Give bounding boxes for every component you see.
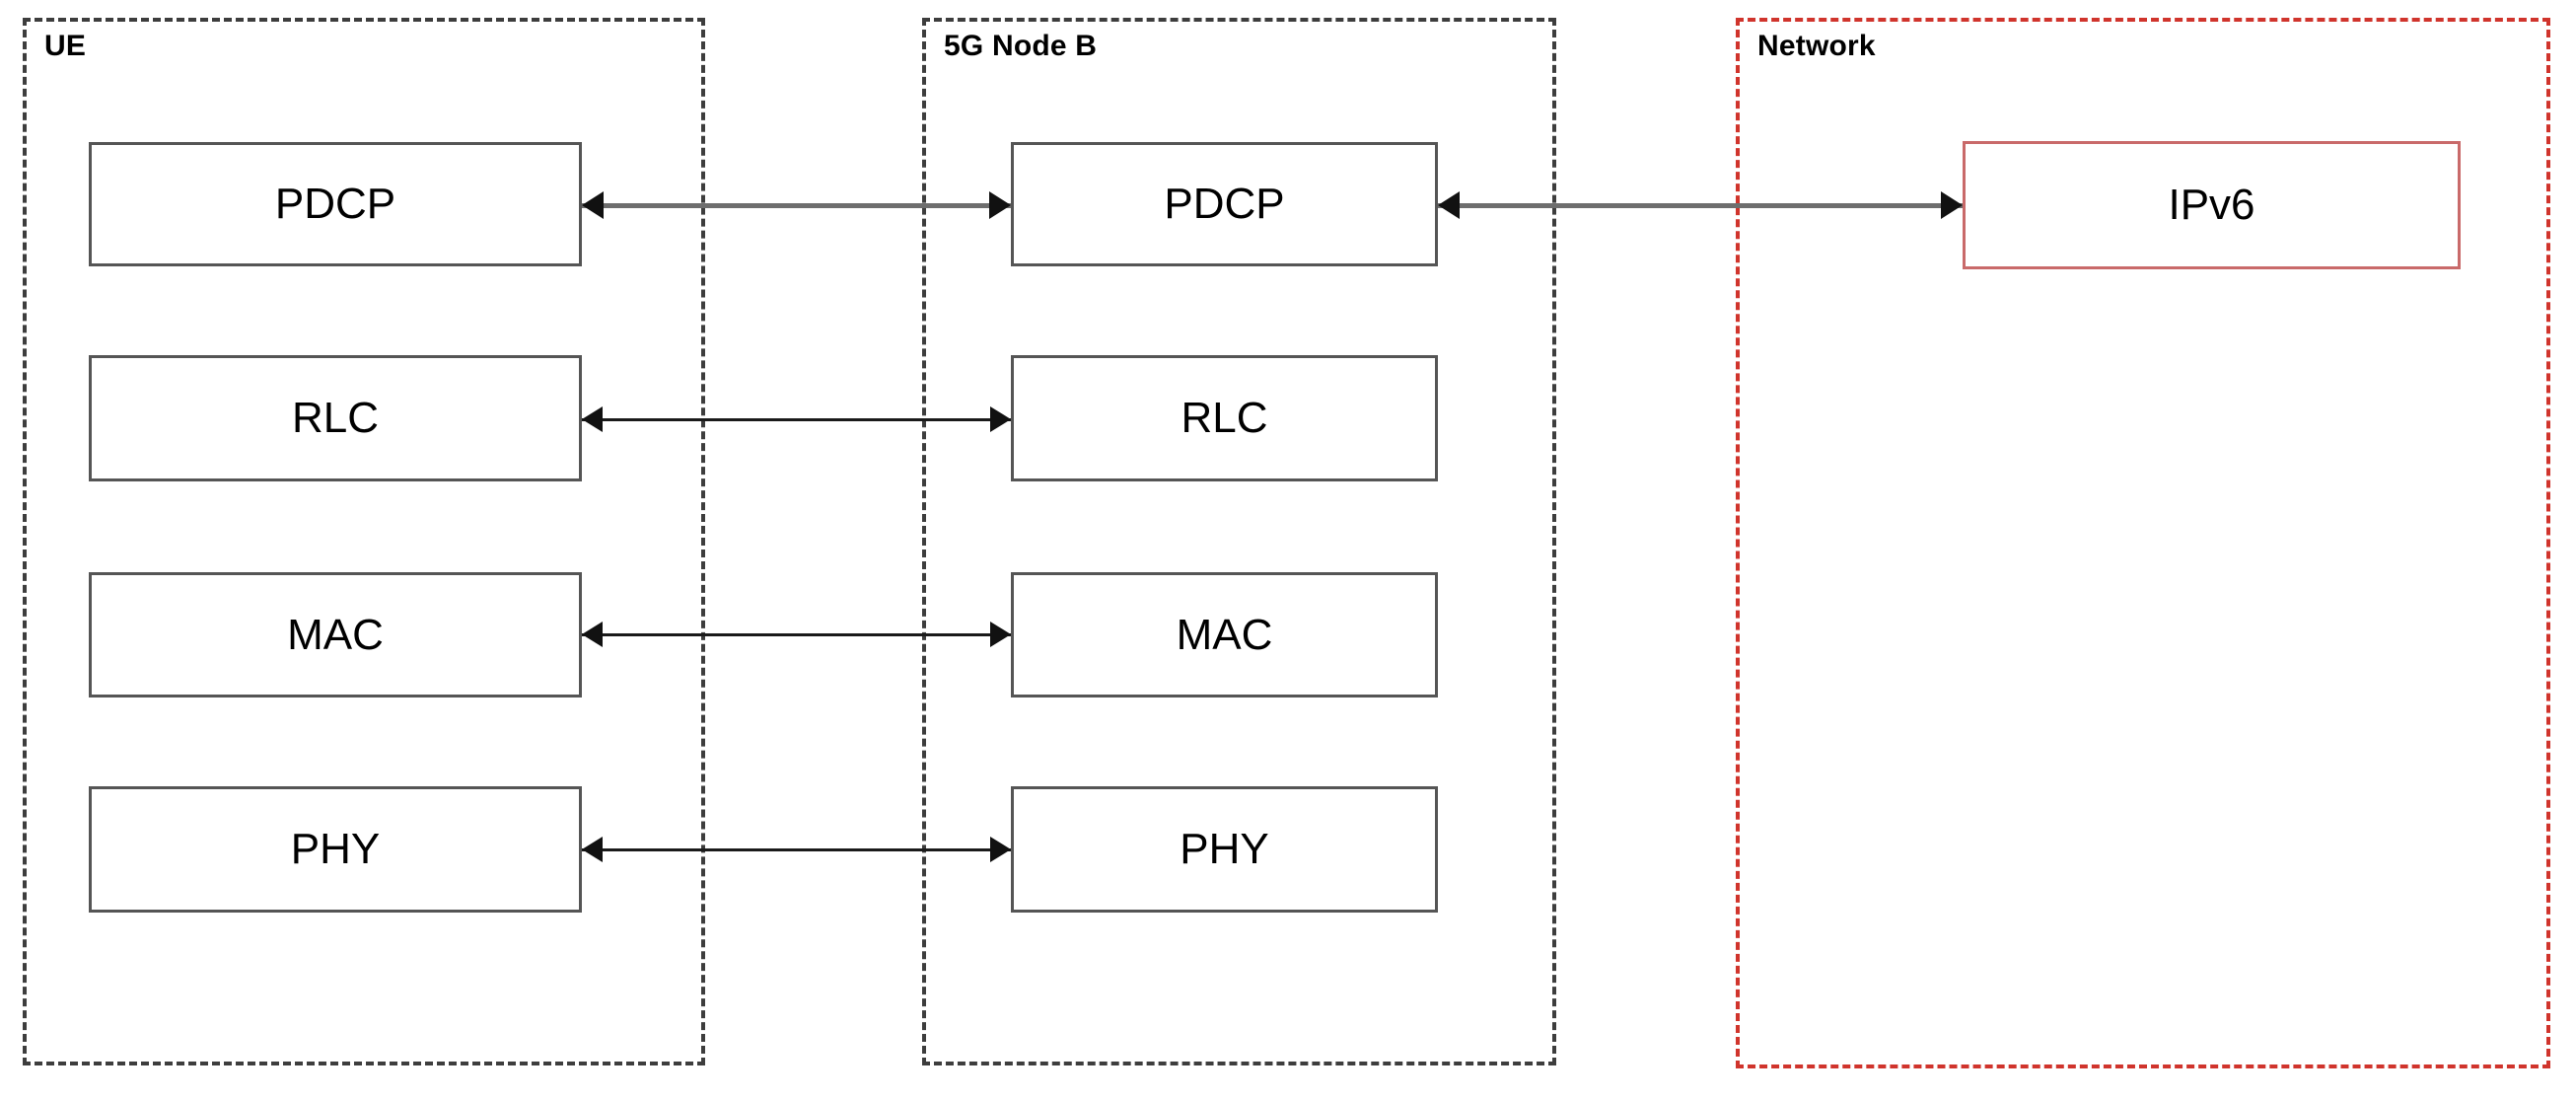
arrowhead-right-icon xyxy=(1941,191,1963,219)
network-box-label: IPv6 xyxy=(2168,181,2255,229)
arrowhead-left-icon xyxy=(582,837,603,862)
arrowhead-left-icon xyxy=(582,191,604,219)
layer-box-ue-rlc[interactable]: RLC xyxy=(89,355,582,481)
container-label-network: Network xyxy=(1757,30,1876,62)
container-gnb xyxy=(922,18,1556,1065)
layer-box-ue-mac[interactable]: MAC xyxy=(89,572,582,697)
layer-box-gnb-phy[interactable]: PHY xyxy=(1011,786,1438,913)
layer-box-label: RLC xyxy=(1181,394,1268,442)
container-label-gnb: 5G Node B xyxy=(944,30,1098,62)
layer-box-label: RLC xyxy=(291,394,380,442)
connector-shaft xyxy=(582,202,1011,208)
connector-shaft xyxy=(582,417,1011,421)
connector-pdcp-link xyxy=(582,185,1011,225)
arrowhead-right-icon xyxy=(990,406,1011,432)
arrowhead-right-icon xyxy=(989,191,1011,219)
connector-shaft xyxy=(582,847,1011,851)
layer-box-label: MAC xyxy=(1176,610,1273,659)
layer-box-label: PDCP xyxy=(1164,180,1285,228)
layer-box-ue-pdcp[interactable]: PDCP xyxy=(89,142,582,266)
layer-box-gnb-rlc[interactable]: RLC xyxy=(1011,355,1438,481)
layer-box-label: MAC xyxy=(287,610,384,659)
layer-box-label: PHY xyxy=(290,825,381,873)
connector-pdcp-ipv6-link xyxy=(1438,185,1963,225)
arrowhead-left-icon xyxy=(582,622,603,647)
connector-rlc-link xyxy=(582,400,1011,439)
connector-shaft xyxy=(582,632,1011,636)
connector-phy-link xyxy=(582,830,1011,869)
arrowhead-right-icon xyxy=(990,837,1011,862)
arrowhead-left-icon xyxy=(1438,191,1460,219)
container-ue xyxy=(23,18,705,1065)
layer-box-gnb-pdcp[interactable]: PDCP xyxy=(1011,142,1438,266)
layer-box-label: PHY xyxy=(1180,825,1269,873)
layer-box-label: PDCP xyxy=(274,180,396,228)
connector-shaft xyxy=(1438,202,1963,208)
layer-box-ue-phy[interactable]: PHY xyxy=(89,786,582,913)
network-box-ipv6[interactable]: IPv6 xyxy=(1963,141,2461,269)
arrowhead-right-icon xyxy=(990,622,1011,647)
container-network xyxy=(1736,18,2550,1068)
arrowhead-left-icon xyxy=(582,406,603,432)
layer-box-gnb-mac[interactable]: MAC xyxy=(1011,572,1438,697)
container-label-ue: UE xyxy=(44,30,87,62)
connector-mac-link xyxy=(582,615,1011,654)
